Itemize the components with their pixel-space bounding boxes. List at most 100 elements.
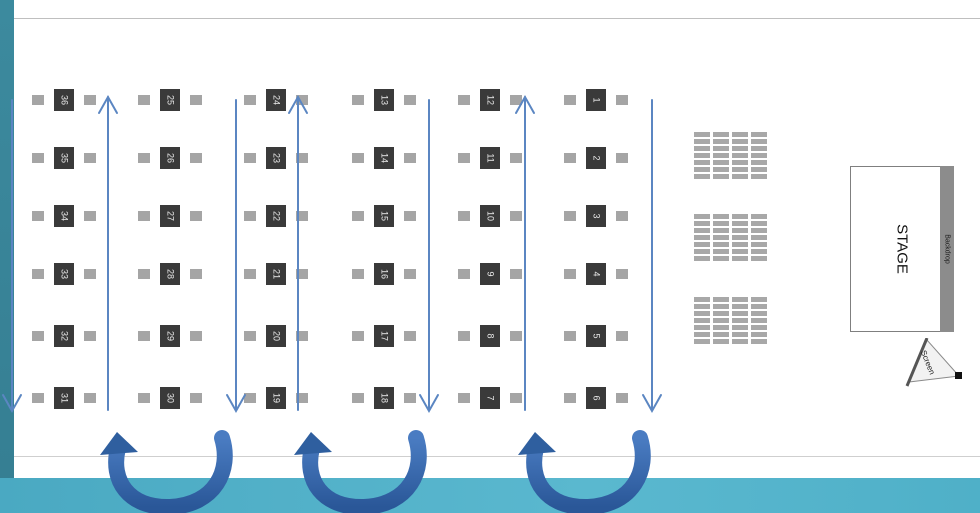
table: 7 (480, 387, 500, 409)
table-group: 16 (352, 263, 416, 285)
table-group: 5 (564, 325, 628, 347)
chair (190, 393, 202, 403)
table-group: 21 (244, 263, 308, 285)
seat-row (713, 242, 729, 247)
chair (84, 393, 96, 403)
table-group: 11 (458, 147, 522, 169)
chair (84, 211, 96, 221)
seat-row (751, 339, 767, 344)
table: 16 (374, 263, 394, 285)
table-group: 32 (32, 325, 96, 347)
seat-row (732, 304, 748, 309)
chair (404, 331, 416, 341)
seat-row (732, 139, 748, 144)
seat-row (751, 318, 767, 323)
seat-row (732, 332, 748, 337)
up-arrow (288, 94, 308, 411)
chair (32, 95, 44, 105)
table: 9 (480, 263, 500, 285)
chair (564, 331, 576, 341)
seat-row (694, 146, 710, 151)
seat-row (694, 249, 710, 254)
table-group: 7 (458, 387, 522, 409)
seat-row (713, 235, 729, 240)
seat-row (732, 256, 748, 261)
projector-beam-icon (905, 337, 962, 387)
seat-row (751, 132, 767, 137)
seat-row (732, 146, 748, 151)
table: 26 (160, 147, 180, 169)
seat-row (694, 297, 710, 302)
table: 32 (54, 325, 74, 347)
table: 34 (54, 205, 74, 227)
table-group: 19 (244, 387, 308, 409)
seat-row (751, 256, 767, 261)
table: 1 (586, 89, 606, 111)
seat-row (751, 249, 767, 254)
seat-row (732, 160, 748, 165)
chair (458, 393, 470, 403)
chair (32, 393, 44, 403)
seat-row (732, 167, 748, 172)
seat-row (751, 304, 767, 309)
seat-row (751, 146, 767, 151)
chair (84, 269, 96, 279)
table-group: 9 (458, 263, 522, 285)
chair (404, 269, 416, 279)
table-group: 31 (32, 387, 96, 409)
chair (510, 95, 522, 105)
chair (138, 211, 150, 221)
chair (458, 153, 470, 163)
chair (352, 211, 364, 221)
chair (616, 95, 628, 105)
seat-row (732, 221, 748, 226)
chair (510, 331, 522, 341)
seating-block (694, 297, 768, 344)
screen-area: Screen (897, 337, 967, 398)
chair (352, 153, 364, 163)
seat-row (751, 174, 767, 179)
table-group: 14 (352, 147, 416, 169)
table: 8 (480, 325, 500, 347)
seat-row (694, 153, 710, 158)
chair (510, 393, 522, 403)
seat-row (713, 339, 729, 344)
seat-row (751, 167, 767, 172)
chair (404, 393, 416, 403)
seat-row (694, 332, 710, 337)
table-group: 13 (352, 89, 416, 111)
table: 20 (266, 325, 286, 347)
seat-row (694, 242, 710, 247)
seat-row (732, 174, 748, 179)
table-group: 6 (564, 387, 628, 409)
chair (564, 153, 576, 163)
chair (564, 269, 576, 279)
seat-row (694, 339, 710, 344)
table: 13 (374, 89, 394, 111)
chair (296, 153, 308, 163)
table-group: 24 (244, 89, 308, 111)
chair (138, 393, 150, 403)
chair (244, 211, 256, 221)
table: 25 (160, 89, 180, 111)
seat-row (751, 332, 767, 337)
seat-row (713, 214, 729, 219)
chair (84, 153, 96, 163)
chair (296, 95, 308, 105)
chair (244, 331, 256, 341)
table-group: 3 (564, 205, 628, 227)
chair (458, 95, 470, 105)
chair (564, 95, 576, 105)
table: 10 (480, 205, 500, 227)
chair (458, 331, 470, 341)
seat-row (713, 139, 729, 144)
seat-row (713, 228, 729, 233)
seat-row (713, 174, 729, 179)
chair (138, 153, 150, 163)
chair (404, 95, 416, 105)
chair (564, 211, 576, 221)
seat-row (751, 214, 767, 219)
chair (616, 331, 628, 341)
table: 6 (586, 387, 606, 409)
up-arrow (98, 94, 118, 411)
